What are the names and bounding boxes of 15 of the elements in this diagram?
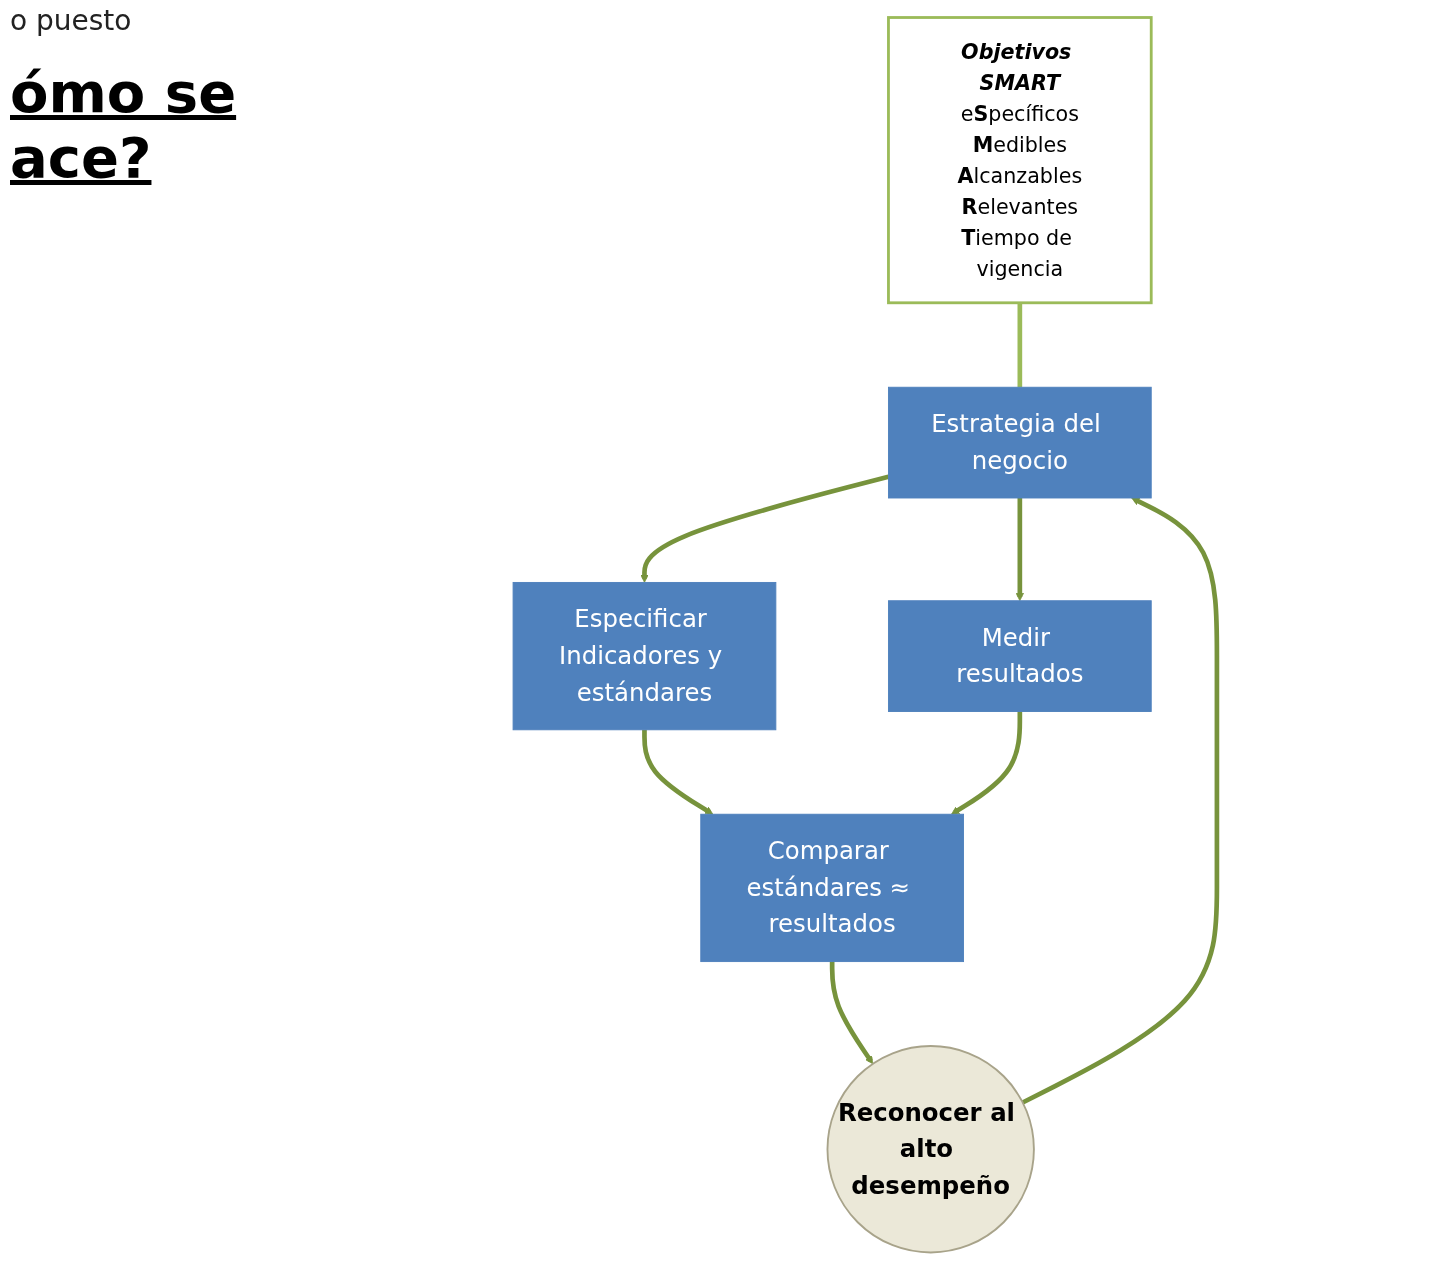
connector [1017, 302, 1023, 388]
note-text: o puesto [10, 4, 132, 37]
arrow [640, 474, 890, 583]
title: ómo se ace? [10, 60, 238, 190]
arrow [1021, 497, 1220, 1105]
arrow [642, 729, 714, 815]
node-box: Estrategia del negocio [888, 386, 1152, 499]
arrow [829, 961, 874, 1065]
node-box: Especificar Indicadores y estándares [512, 582, 777, 731]
node-box: Objetivos SMART eSpecíficos Medibles Alcanzables Relevantes Tiempo de vigencia [887, 16, 1153, 305]
node-box: Comparar estándares ≈ resultados [700, 813, 964, 963]
arrow [1015, 498, 1024, 602]
node-box: Medir resultados [888, 600, 1152, 712]
node-circle: Reconocer al alto desempeño [826, 1045, 1035, 1254]
arrow [951, 711, 1023, 815]
